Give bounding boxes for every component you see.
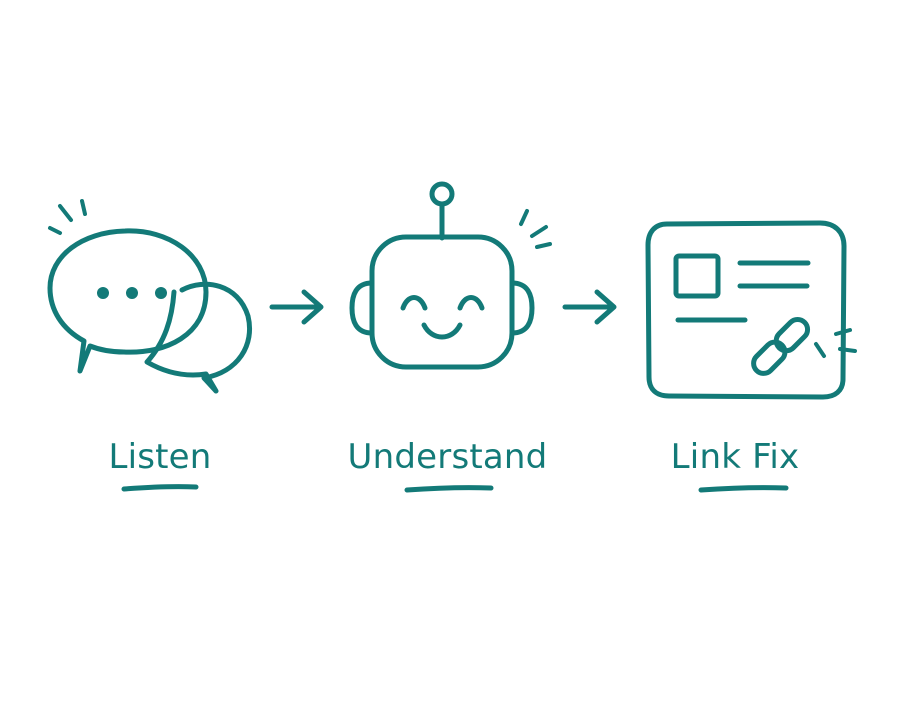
robot-smile	[421, 322, 463, 340]
step-label-link-fix: Link Fix	[670, 437, 800, 477]
robot-sparkle-marks	[519, 209, 552, 249]
robot-eye-right	[457, 295, 485, 311]
robot-head	[369, 234, 515, 370]
step-label-understand: Understand	[347, 437, 548, 477]
antenna-bulb	[429, 181, 455, 207]
arrow-head	[594, 289, 617, 325]
front-bubble	[47, 228, 209, 374]
robot-eye-left	[400, 295, 428, 311]
chat-sparkle-marks	[48, 199, 87, 235]
arrow-right-icon	[562, 289, 617, 325]
chain-link-icon	[751, 316, 811, 376]
typing-dot-1	[97, 287, 109, 299]
page-image-placeholder	[673, 253, 721, 299]
web-page-link-icon	[645, 220, 857, 400]
step-label-listen: Listen	[108, 437, 212, 477]
back-bubble	[144, 281, 252, 394]
typing-dot-2	[126, 287, 138, 299]
typing-dot-3	[155, 287, 167, 299]
chat-bubbles-icon	[47, 199, 252, 394]
understand-underline	[404, 485, 494, 493]
link-sparkle-marks	[814, 328, 857, 358]
robot-ear-left	[349, 280, 375, 336]
listen-underline	[121, 484, 199, 492]
robot-face-icon	[349, 181, 552, 370]
page-frame	[645, 220, 847, 400]
robot-ear-right	[509, 280, 535, 336]
linkfix-underline	[698, 485, 789, 493]
arrow-right-icon	[269, 289, 324, 325]
